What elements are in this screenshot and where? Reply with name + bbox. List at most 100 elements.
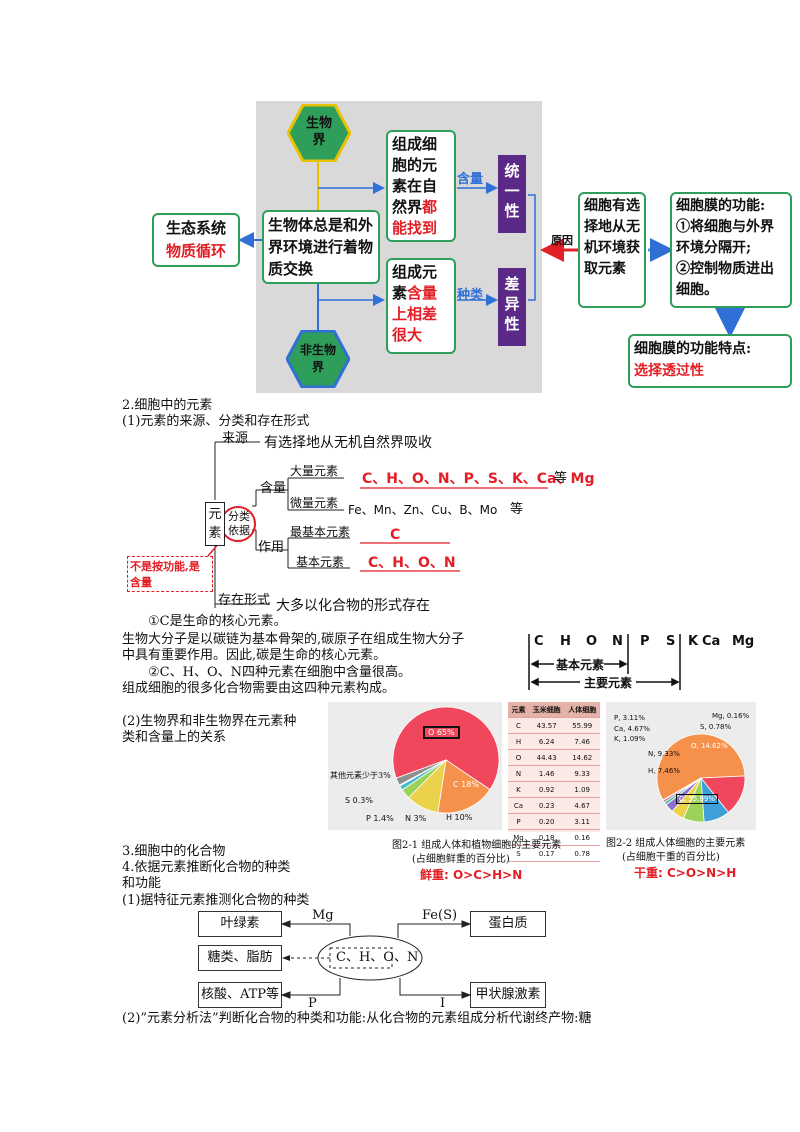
p-label: P <box>308 996 317 1011</box>
source-text: 有选择地从无机自然界吸收 <box>264 435 432 451</box>
table-cell: 0.17 <box>528 845 565 862</box>
main-elements-label: 主要元素 <box>584 676 633 690</box>
element-letter: O <box>586 634 598 649</box>
note-4: ②C、H、O、N四种元素在细胞中含量很高。 <box>148 665 411 680</box>
basic-label: 基本元素 <box>296 555 345 569</box>
pie2-label-h: H, 7.46% <box>648 767 680 775</box>
table-header-cell: 玉米细胞 <box>528 702 565 718</box>
pie1-label-n: N 3% <box>405 814 427 823</box>
note-5: 组成细胞的很多化合物需要由这四种元素构成。 <box>122 681 396 696</box>
content-label: 含量 <box>457 172 484 187</box>
table-cell: 0.16 <box>564 829 600 846</box>
section-2-1-title: (1)元素的来源、分类和存在形式 <box>122 414 310 429</box>
element-bar-lines <box>528 634 681 690</box>
hexagon-bio-world <box>287 104 351 162</box>
element-letter: P <box>640 634 650 649</box>
table-header-cell: 人体细胞 <box>564 702 600 718</box>
section-4-2-text: (2)”元素分析法”判断化合物的种类和功能:从化合物的元素组成分析代谢终产物:糖 <box>122 1011 592 1026</box>
fe-label: Fe(S) <box>422 908 458 923</box>
most-basic-value: C <box>390 527 401 543</box>
table-cell: 43.57 <box>528 717 565 734</box>
fresh-weight-order: 鲜重: O>C>H>N <box>420 868 523 882</box>
section-4-1-title: (1)据特征元素推测化合物的种类 <box>122 893 310 908</box>
pie2-label-n: N, 9.33% <box>648 750 680 758</box>
element-letter: N <box>612 634 623 649</box>
table-cell: 1.09 <box>564 781 600 798</box>
nonbio-world-label: 非生物界 <box>300 343 337 374</box>
sugar-fat-box: 糖类、脂肪 <box>198 945 282 971</box>
table-cell: Ca <box>508 797 529 814</box>
content-branch-label: 含量 <box>260 481 287 496</box>
element-letter: Ca <box>702 634 721 649</box>
top-diagram-connectors <box>238 160 746 338</box>
reason-label: 原因 <box>551 234 573 247</box>
bio-world-label: 生物界 <box>305 116 332 148</box>
pie2-label-o: O, 14.62% <box>691 742 728 750</box>
pie1-chart <box>392 706 500 814</box>
membrane-func-2: ②控制物质进出细胞。 <box>676 261 774 298</box>
note-3: 中具有重要作用。因此,碳是生命的核心元素。 <box>122 648 387 663</box>
element-tree-lines <box>207 441 548 608</box>
nucleic-acid-box: 核酸、ATP等 <box>198 982 282 1008</box>
section-2-title: 2.细胞中的元素 <box>122 398 213 413</box>
pie1-label-p: P 1.4% <box>366 814 394 823</box>
i-label: I <box>440 996 446 1011</box>
diff-badge: 差异性 <box>498 268 526 346</box>
table-cell: O <box>508 749 529 766</box>
table-cell: 1.46 <box>528 765 565 782</box>
membrane-func-1: ①将细胞与外界环境分隔开; <box>676 219 774 256</box>
micro-elements: Fe、Mn、Zn、Cu、B、Mo <box>348 503 498 517</box>
classification-basis: 分类依据 <box>228 510 250 537</box>
section-2-2-line2: 类和含量上的关系 <box>122 730 227 745</box>
pie2-chart <box>656 733 746 823</box>
element-box: 元素 <box>205 502 225 546</box>
mg-label: Mg <box>312 908 334 923</box>
pie2-label-c: C, 55.99% <box>676 794 719 804</box>
note-1: ①C是生命的核心元素。 <box>148 614 287 629</box>
section-4-line1: 4.依据元素推断化合物的种类 <box>122 860 291 875</box>
center-exchange-box: 生物体总是和外界环境进行着物质交换 <box>262 210 380 284</box>
type-label: 种类 <box>457 288 484 303</box>
macro-label: 大量元素 <box>290 464 339 478</box>
unity-box-red: 都能找到 <box>392 198 438 237</box>
ecosystem-box: 生态系统 物质循环 <box>152 213 240 267</box>
note-box: 不是按功能,是含量 <box>127 556 213 592</box>
table-cell: N <box>508 765 529 782</box>
chlorophyll-box: 叶绿素 <box>198 911 282 937</box>
membrane-feature: 选择透过性 <box>634 363 704 379</box>
pie2-caption1: 图2-2 组成人体细胞的主要元素 <box>606 838 746 849</box>
table-cell: Mg <box>508 829 529 846</box>
pie-slice <box>392 706 500 791</box>
pie2-label-k: K, 1.09% <box>614 735 646 743</box>
pie1-label-s: S 0.3% <box>345 796 373 805</box>
form-text: 大多以化合物的形式存在 <box>276 598 430 614</box>
section-2-2-line1: (2)生物界和非生物界在元素种 <box>122 714 297 729</box>
element-letters: C H O N P S K Ca Mg <box>528 634 788 652</box>
table-cell: 0.20 <box>528 813 565 830</box>
role-branch-label: 作用 <box>258 540 285 555</box>
pie1-label-o: O 65% <box>423 726 460 739</box>
cell-select-box: 细胞有选择地从无机环境获取元素 <box>578 192 646 308</box>
element-letter: C <box>534 634 544 649</box>
pie2-label-s: S, 0.78% <box>700 723 732 731</box>
protein-box: 蛋白质 <box>470 911 546 937</box>
table-cell: 55.99 <box>564 717 600 734</box>
element-letter: S <box>666 634 676 649</box>
table-cell: 3.11 <box>564 813 600 830</box>
membrane-function-box: 细胞膜的功能: ①将细胞与外界环境分隔开; ②控制物质进出细胞。 <box>670 192 792 308</box>
micro-suffix: 等 <box>510 502 524 517</box>
element-bar: C H O N P S K Ca Mg 基本元素 主要元素 <box>528 634 788 694</box>
element-letter: H <box>560 634 571 649</box>
table-cell: K <box>508 781 529 798</box>
table-cell: 9.33 <box>564 765 600 782</box>
pie-slice <box>395 759 447 786</box>
table-cell: P <box>508 813 529 830</box>
